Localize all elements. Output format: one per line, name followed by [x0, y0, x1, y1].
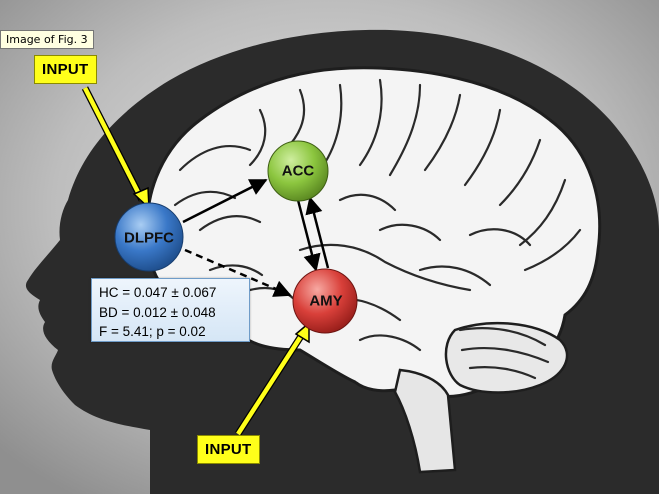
stats-box: HC = 0.047 ± 0.067 BD = 0.012 ± 0.048 F … [91, 278, 250, 342]
node-amy [292, 268, 358, 334]
node-dlpfc [114, 202, 184, 272]
input-arrow-bottom [235, 321, 310, 436]
acc-label: ACC [281, 162, 315, 180]
arrow-dlpfc-to-acc [182, 178, 268, 224]
input-label-bottom: INPUT [197, 435, 260, 464]
node-acc [267, 140, 329, 202]
brainstem [393, 368, 457, 474]
dlpfc-label: DLPFC [124, 229, 174, 247]
stats-hc: HC = 0.047 ± 0.067 [99, 285, 217, 300]
stats-test: F = 5.41; p = 0.02 [99, 324, 206, 339]
input-label-top: INPUT [34, 55, 97, 84]
image-tooltip: Image of Fig. 3 [0, 30, 94, 49]
arrow-acc-to-amy [296, 199, 321, 272]
amy-label: AMY [309, 292, 343, 310]
brain-sulci [173, 78, 582, 380]
stats-bd: BD = 0.012 ± 0.048 [99, 304, 216, 320]
cerebellum [444, 321, 569, 394]
arrow-amy-to-acc [305, 196, 330, 269]
